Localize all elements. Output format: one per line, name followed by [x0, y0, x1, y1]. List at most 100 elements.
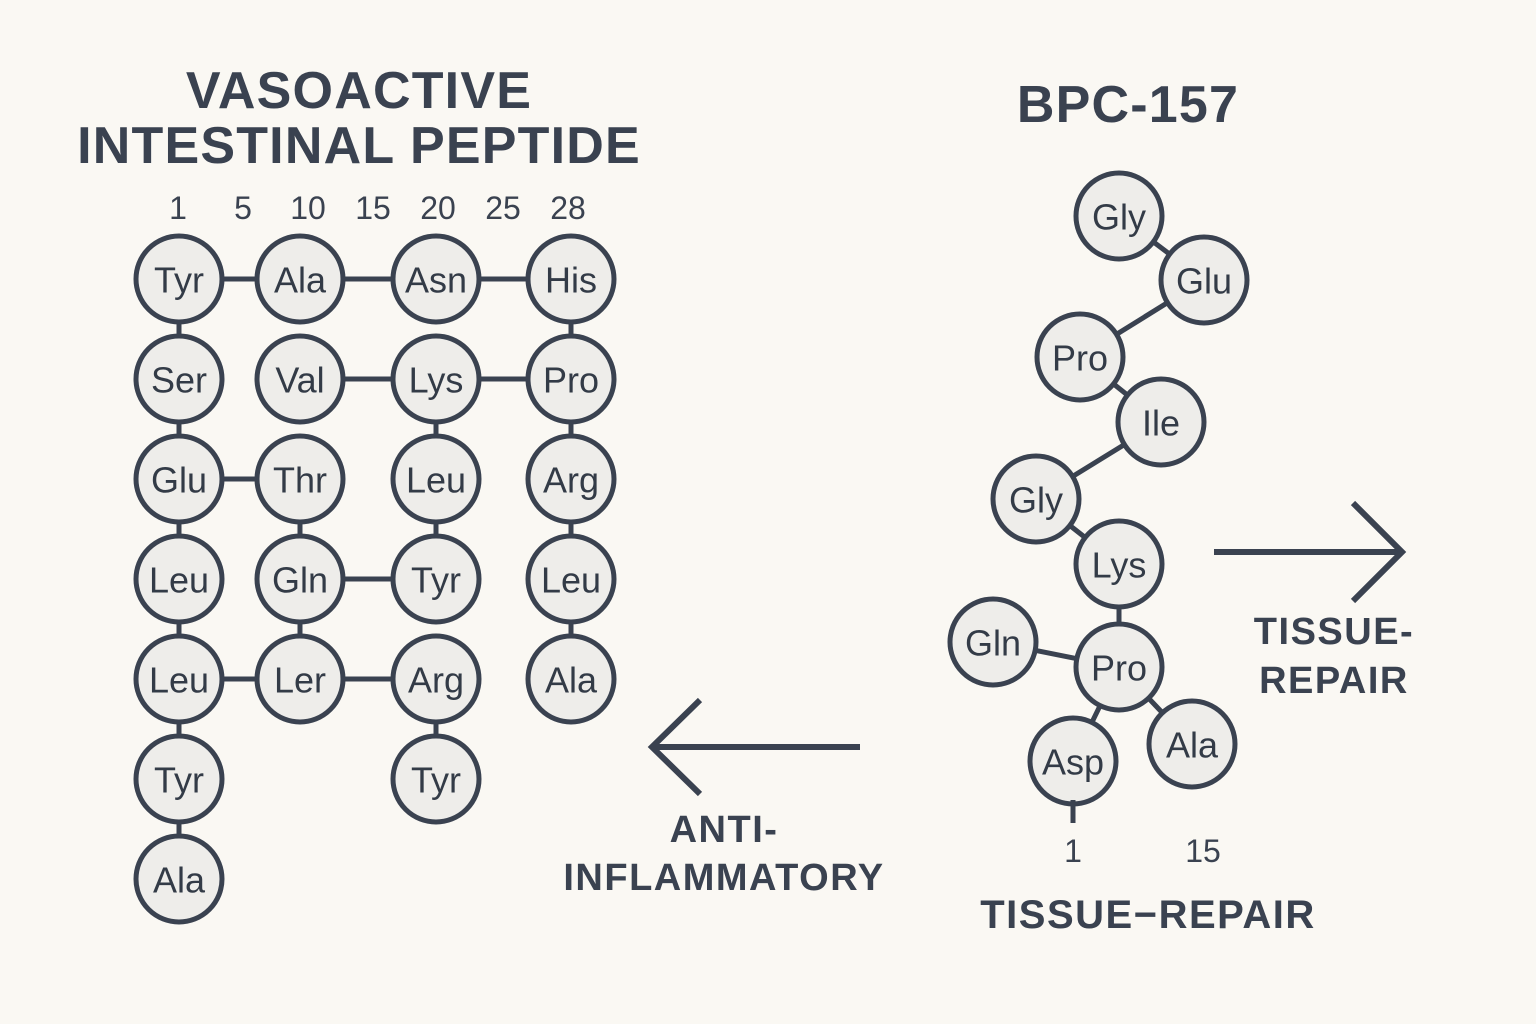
- vip-residue-node[interactable]: Lys: [390, 333, 482, 425]
- vip-residue-label: Tyr: [411, 560, 461, 601]
- vip-residue-label: Pro: [543, 360, 599, 401]
- bpc-tick-1: 1: [1064, 833, 1082, 869]
- bpc-residue-label: Glu: [1176, 261, 1232, 302]
- vip-residue-node[interactable]: Ala: [133, 833, 225, 925]
- vip-residue-circle[interactable]: [525, 633, 617, 725]
- vip-residue-node[interactable]: Tyr: [133, 733, 225, 825]
- vip-residue-node[interactable]: Val: [254, 333, 346, 425]
- vip-residue-node[interactable]: Thr: [254, 433, 346, 525]
- vip-residue-circle[interactable]: [133, 733, 225, 825]
- bpc-residue-node[interactable]: Lys: [1073, 518, 1165, 610]
- bpc-residue-circle[interactable]: [1115, 376, 1207, 468]
- bpc-residue-circle[interactable]: [947, 596, 1039, 688]
- vip-residue-node[interactable]: Tyr: [390, 533, 482, 625]
- bpc-residue-label: Ala: [1166, 725, 1219, 766]
- vip-residue-label: Glu: [151, 460, 207, 501]
- vip-residue-node[interactable]: Ler: [254, 633, 346, 725]
- bpc-residue-node[interactable]: Ala: [1146, 698, 1238, 790]
- bpc-residue-circle[interactable]: [1146, 698, 1238, 790]
- bpc-residue-label: Gly: [1009, 480, 1063, 521]
- vip-residue-node[interactable]: Arg: [390, 633, 482, 725]
- vip-residue-circle[interactable]: [254, 633, 346, 725]
- vip-residue-node[interactable]: Leu: [525, 533, 617, 625]
- bpc-residue-node[interactable]: Gly: [1073, 170, 1165, 262]
- bpc-tick-15: 15: [1185, 833, 1221, 869]
- vip-residue-node[interactable]: Leu: [390, 433, 482, 525]
- bpc-caption: TISSUE−REPAIR: [980, 893, 1316, 937]
- bpc-residue-node[interactable]: Gly: [990, 453, 1082, 545]
- vip-tick-28: 28: [550, 190, 586, 226]
- vip-residue-node[interactable]: Asn: [390, 233, 482, 325]
- vip-residue-label: His: [545, 260, 597, 301]
- bpc-residue-node[interactable]: Gln: [947, 596, 1039, 688]
- vip-residue-node[interactable]: Arg: [525, 433, 617, 525]
- vip-residue-label: Ala: [153, 860, 206, 901]
- vip-residue-node[interactable]: Ala: [254, 233, 346, 325]
- bpc-residue-circle[interactable]: [990, 453, 1082, 545]
- vip-residue-label: Tyr: [154, 760, 204, 801]
- vip-residue-circle[interactable]: [133, 433, 225, 525]
- vip-residue-label: Ala: [274, 260, 327, 301]
- vip-residue-label: Tyr: [411, 760, 461, 801]
- vip-tick-10: 10: [290, 190, 326, 226]
- vip-residue-circle[interactable]: [133, 233, 225, 325]
- vip-residue-circle[interactable]: [390, 533, 482, 625]
- vip-residue-circle[interactable]: [390, 733, 482, 825]
- bpc-residue-node[interactable]: Ile: [1115, 376, 1207, 468]
- vip-residue-circle[interactable]: [254, 233, 346, 325]
- bpc-title: BPC-157: [1017, 76, 1239, 134]
- vip-residue-circle[interactable]: [525, 533, 617, 625]
- vip-residue-label: Tyr: [154, 260, 204, 301]
- vip-residue-node[interactable]: His: [525, 233, 617, 325]
- vip-residue-circle[interactable]: [390, 233, 482, 325]
- bpc-residue-node[interactable]: Pro: [1034, 311, 1126, 403]
- bpc-residue-label: Lys: [1092, 545, 1147, 586]
- peptide-bond: [1113, 299, 1171, 338]
- vip-residue-circle[interactable]: [133, 333, 225, 425]
- vip-residue-node[interactable]: Ser: [133, 333, 225, 425]
- bpc-residue-label: Ile: [1142, 403, 1180, 444]
- anti-inflammatory-arrow-group: ANTI- INFLAMMATORY: [563, 697, 883, 899]
- vip-residue-circle[interactable]: [525, 233, 617, 325]
- bpc-residue-label: Gly: [1092, 197, 1146, 238]
- bpc-residue-node[interactable]: Pro: [1073, 621, 1165, 713]
- vip-residue-label: Arg: [543, 460, 599, 501]
- vip-residue-circle[interactable]: [254, 433, 346, 525]
- vip-residue-circle[interactable]: [133, 833, 225, 925]
- vip-residue-circle[interactable]: [390, 633, 482, 725]
- vip-residue-circle[interactable]: [390, 333, 482, 425]
- vip-residue-circle[interactable]: [525, 433, 617, 525]
- vip-residue-label: Leu: [149, 560, 209, 601]
- vip-residue-circle[interactable]: [525, 333, 617, 425]
- bpc-residue-node[interactable]: Glu: [1158, 234, 1250, 326]
- vip-residue-circle[interactable]: [133, 533, 225, 625]
- bpc-residue-circle[interactable]: [1073, 518, 1165, 610]
- bpc-residue-circle[interactable]: [1158, 234, 1250, 326]
- bpc-residue-label: Asp: [1042, 742, 1104, 783]
- vip-residue-circle[interactable]: [254, 533, 346, 625]
- vip-residue-circle[interactable]: [390, 433, 482, 525]
- tissue-repair-arrow-group: TISSUE- REPAIR: [1214, 500, 1414, 702]
- vip-residue-label: Asn: [405, 260, 467, 301]
- vip-residue-node[interactable]: Glu: [133, 433, 225, 525]
- vip-residue-node[interactable]: Gln: [254, 533, 346, 625]
- vip-residue-node[interactable]: Tyr: [390, 733, 482, 825]
- vip-tick-15: 15: [355, 190, 391, 226]
- vip-residue-circle[interactable]: [254, 333, 346, 425]
- vip-residue-node[interactable]: Ala: [525, 633, 617, 725]
- vip-residue-node[interactable]: Leu: [133, 633, 225, 725]
- vip-residue-label: Lys: [409, 360, 464, 401]
- vip-residue-node[interactable]: Tyr: [133, 233, 225, 325]
- bpc-residue-node[interactable]: Asp: [1027, 715, 1119, 807]
- tissue-repair-label-line1: TISSUE-: [1254, 611, 1414, 653]
- vip-tick-25: 25: [485, 190, 521, 226]
- vip-residue-circle[interactable]: [133, 633, 225, 725]
- bpc-residue-circle[interactable]: [1034, 311, 1126, 403]
- vip-residue-node[interactable]: Pro: [525, 333, 617, 425]
- vip-residue-node[interactable]: Leu: [133, 533, 225, 625]
- bpc-residue-circle[interactable]: [1073, 621, 1165, 713]
- bpc-residue-circle[interactable]: [1073, 170, 1165, 262]
